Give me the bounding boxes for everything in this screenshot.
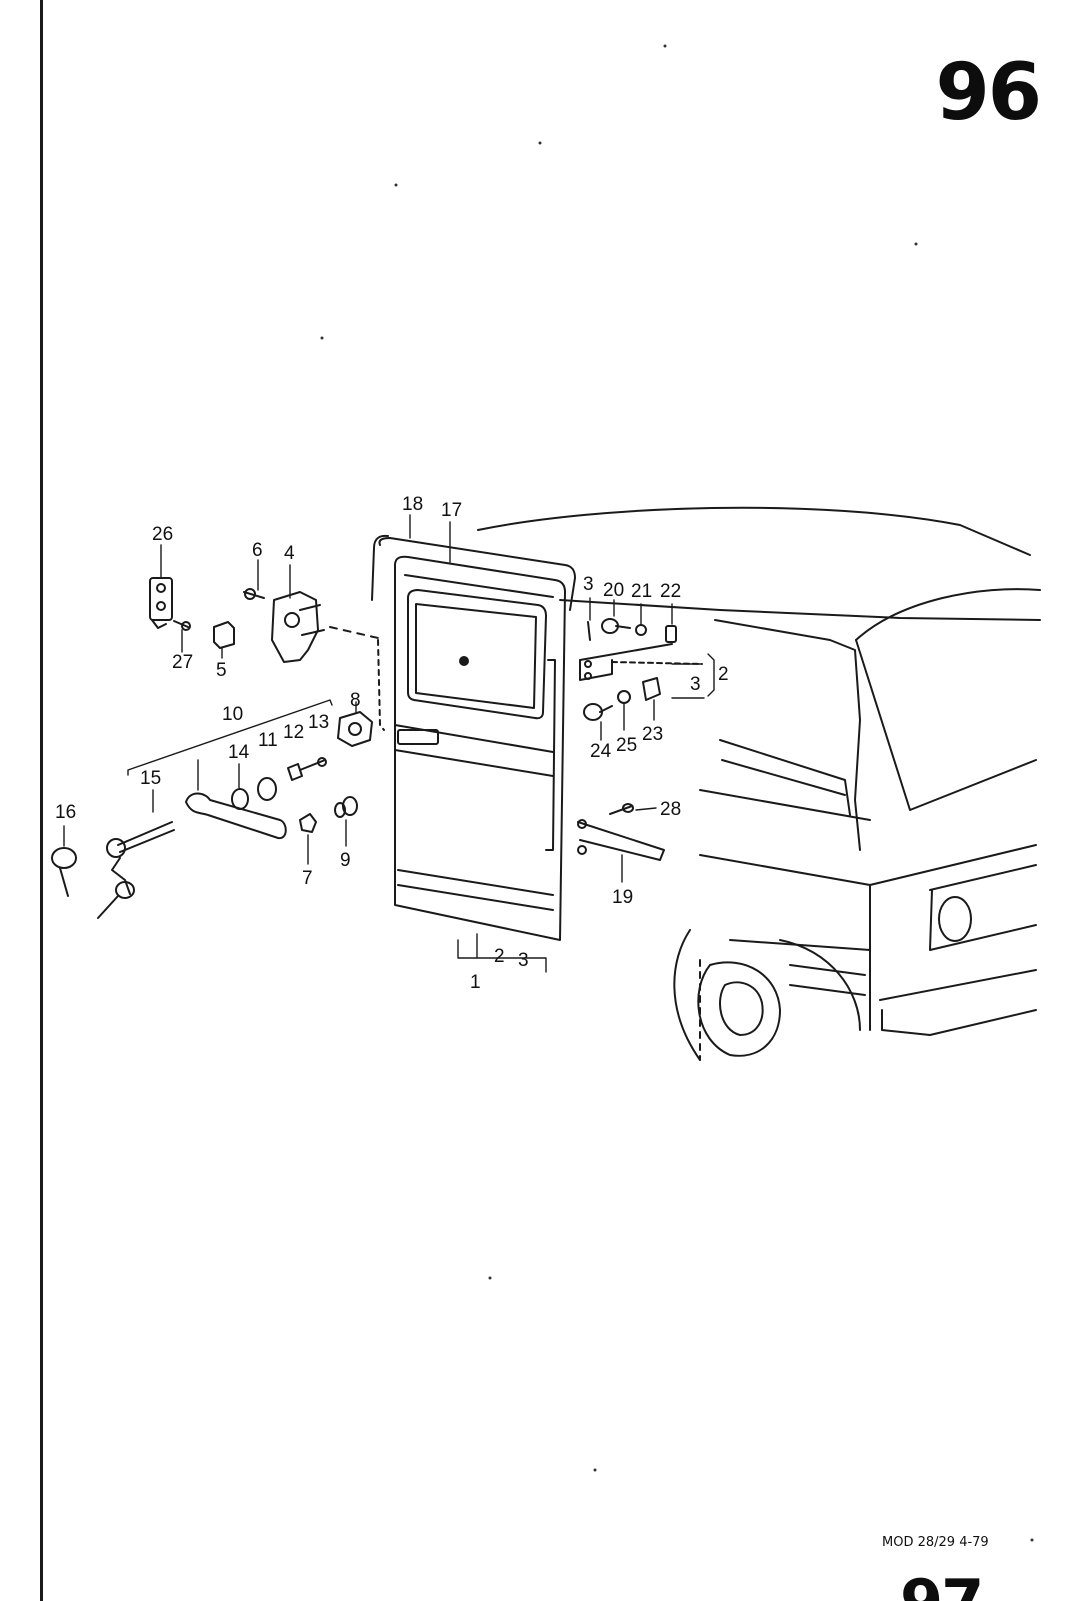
callout-26: 26	[152, 524, 173, 545]
callout-17: 17	[441, 500, 462, 521]
part-11-spring	[257, 777, 277, 801]
callout-10: 10	[222, 704, 243, 725]
callout-6: 6	[252, 540, 263, 561]
callout-16: 16	[55, 802, 76, 823]
callout-labels: 18 17 26 6 4 27 5 10 8 14 11 12 13 15 16…	[55, 494, 729, 993]
callout-14: 14	[228, 742, 250, 763]
part-15-lock-cylinder	[106, 821, 175, 895]
callout-24: 24	[590, 741, 612, 762]
callout-7: 7	[302, 868, 313, 889]
part-25-washer	[617, 690, 631, 704]
part-24-bolt	[583, 703, 613, 721]
part-19-guide-rail	[577, 819, 665, 861]
part-9-bushing	[334, 796, 358, 818]
part-12-washer	[287, 763, 303, 781]
callout-20: 20	[603, 580, 624, 601]
callout-3-bracket: 3	[690, 674, 701, 695]
callout-23: 23	[642, 724, 663, 745]
callout-11: 11	[258, 730, 278, 751]
part-22-nut	[665, 625, 677, 643]
part-20-bolt	[601, 618, 631, 634]
callout-13: 13	[308, 712, 329, 733]
callout-28: 28	[660, 799, 681, 820]
catalog-model-code: MOD 28/29 4-79	[882, 1535, 989, 1550]
scan-speckles	[320, 44, 1034, 1542]
callout-3-hinge: 3	[583, 574, 594, 595]
callout-15: 15	[140, 768, 161, 789]
next-page-number-partial: 97	[900, 1572, 1020, 1601]
part-6-bolt	[243, 588, 265, 600]
part-26-lock-striker	[149, 577, 173, 629]
callout-25: 25	[616, 735, 637, 756]
binding-edge-rule	[40, 0, 43, 1601]
callout-18: 18	[402, 494, 423, 515]
part-5-clip	[213, 621, 235, 649]
part-13-screw	[299, 757, 327, 771]
callout-3-door: 3	[518, 950, 529, 971]
part-8-escutcheon	[337, 711, 373, 747]
sliding-door-panel	[329, 534, 576, 941]
callout-2-door: 2	[494, 946, 505, 967]
part-7-cap	[299, 813, 317, 833]
page-number: 96	[935, 48, 1042, 138]
van-body-outline	[477, 506, 1041, 1061]
part-23-roller	[642, 677, 661, 701]
callout-1: 1	[470, 972, 481, 993]
leader-lines	[63, 514, 715, 973]
part-21-washer	[635, 624, 647, 636]
callout-22: 22	[660, 581, 681, 602]
callout-19: 19	[612, 887, 633, 908]
part-2-hinge	[579, 643, 703, 681]
part-3-pin	[587, 621, 591, 641]
callout-27: 27	[172, 652, 193, 673]
part-28-screw	[609, 803, 634, 815]
callout-8: 8	[350, 690, 361, 711]
part-10-outer-handle	[185, 792, 287, 840]
part-27-screw	[173, 620, 191, 631]
callout-4: 4	[284, 543, 295, 564]
callout-5: 5	[216, 660, 227, 681]
callout-21: 21	[631, 581, 652, 602]
part-4-door-lock	[271, 591, 325, 663]
callout-9: 9	[340, 850, 351, 871]
callout-2-bracket: 2	[718, 664, 729, 685]
part-16-keys	[51, 847, 135, 919]
callout-12: 12	[283, 722, 304, 743]
